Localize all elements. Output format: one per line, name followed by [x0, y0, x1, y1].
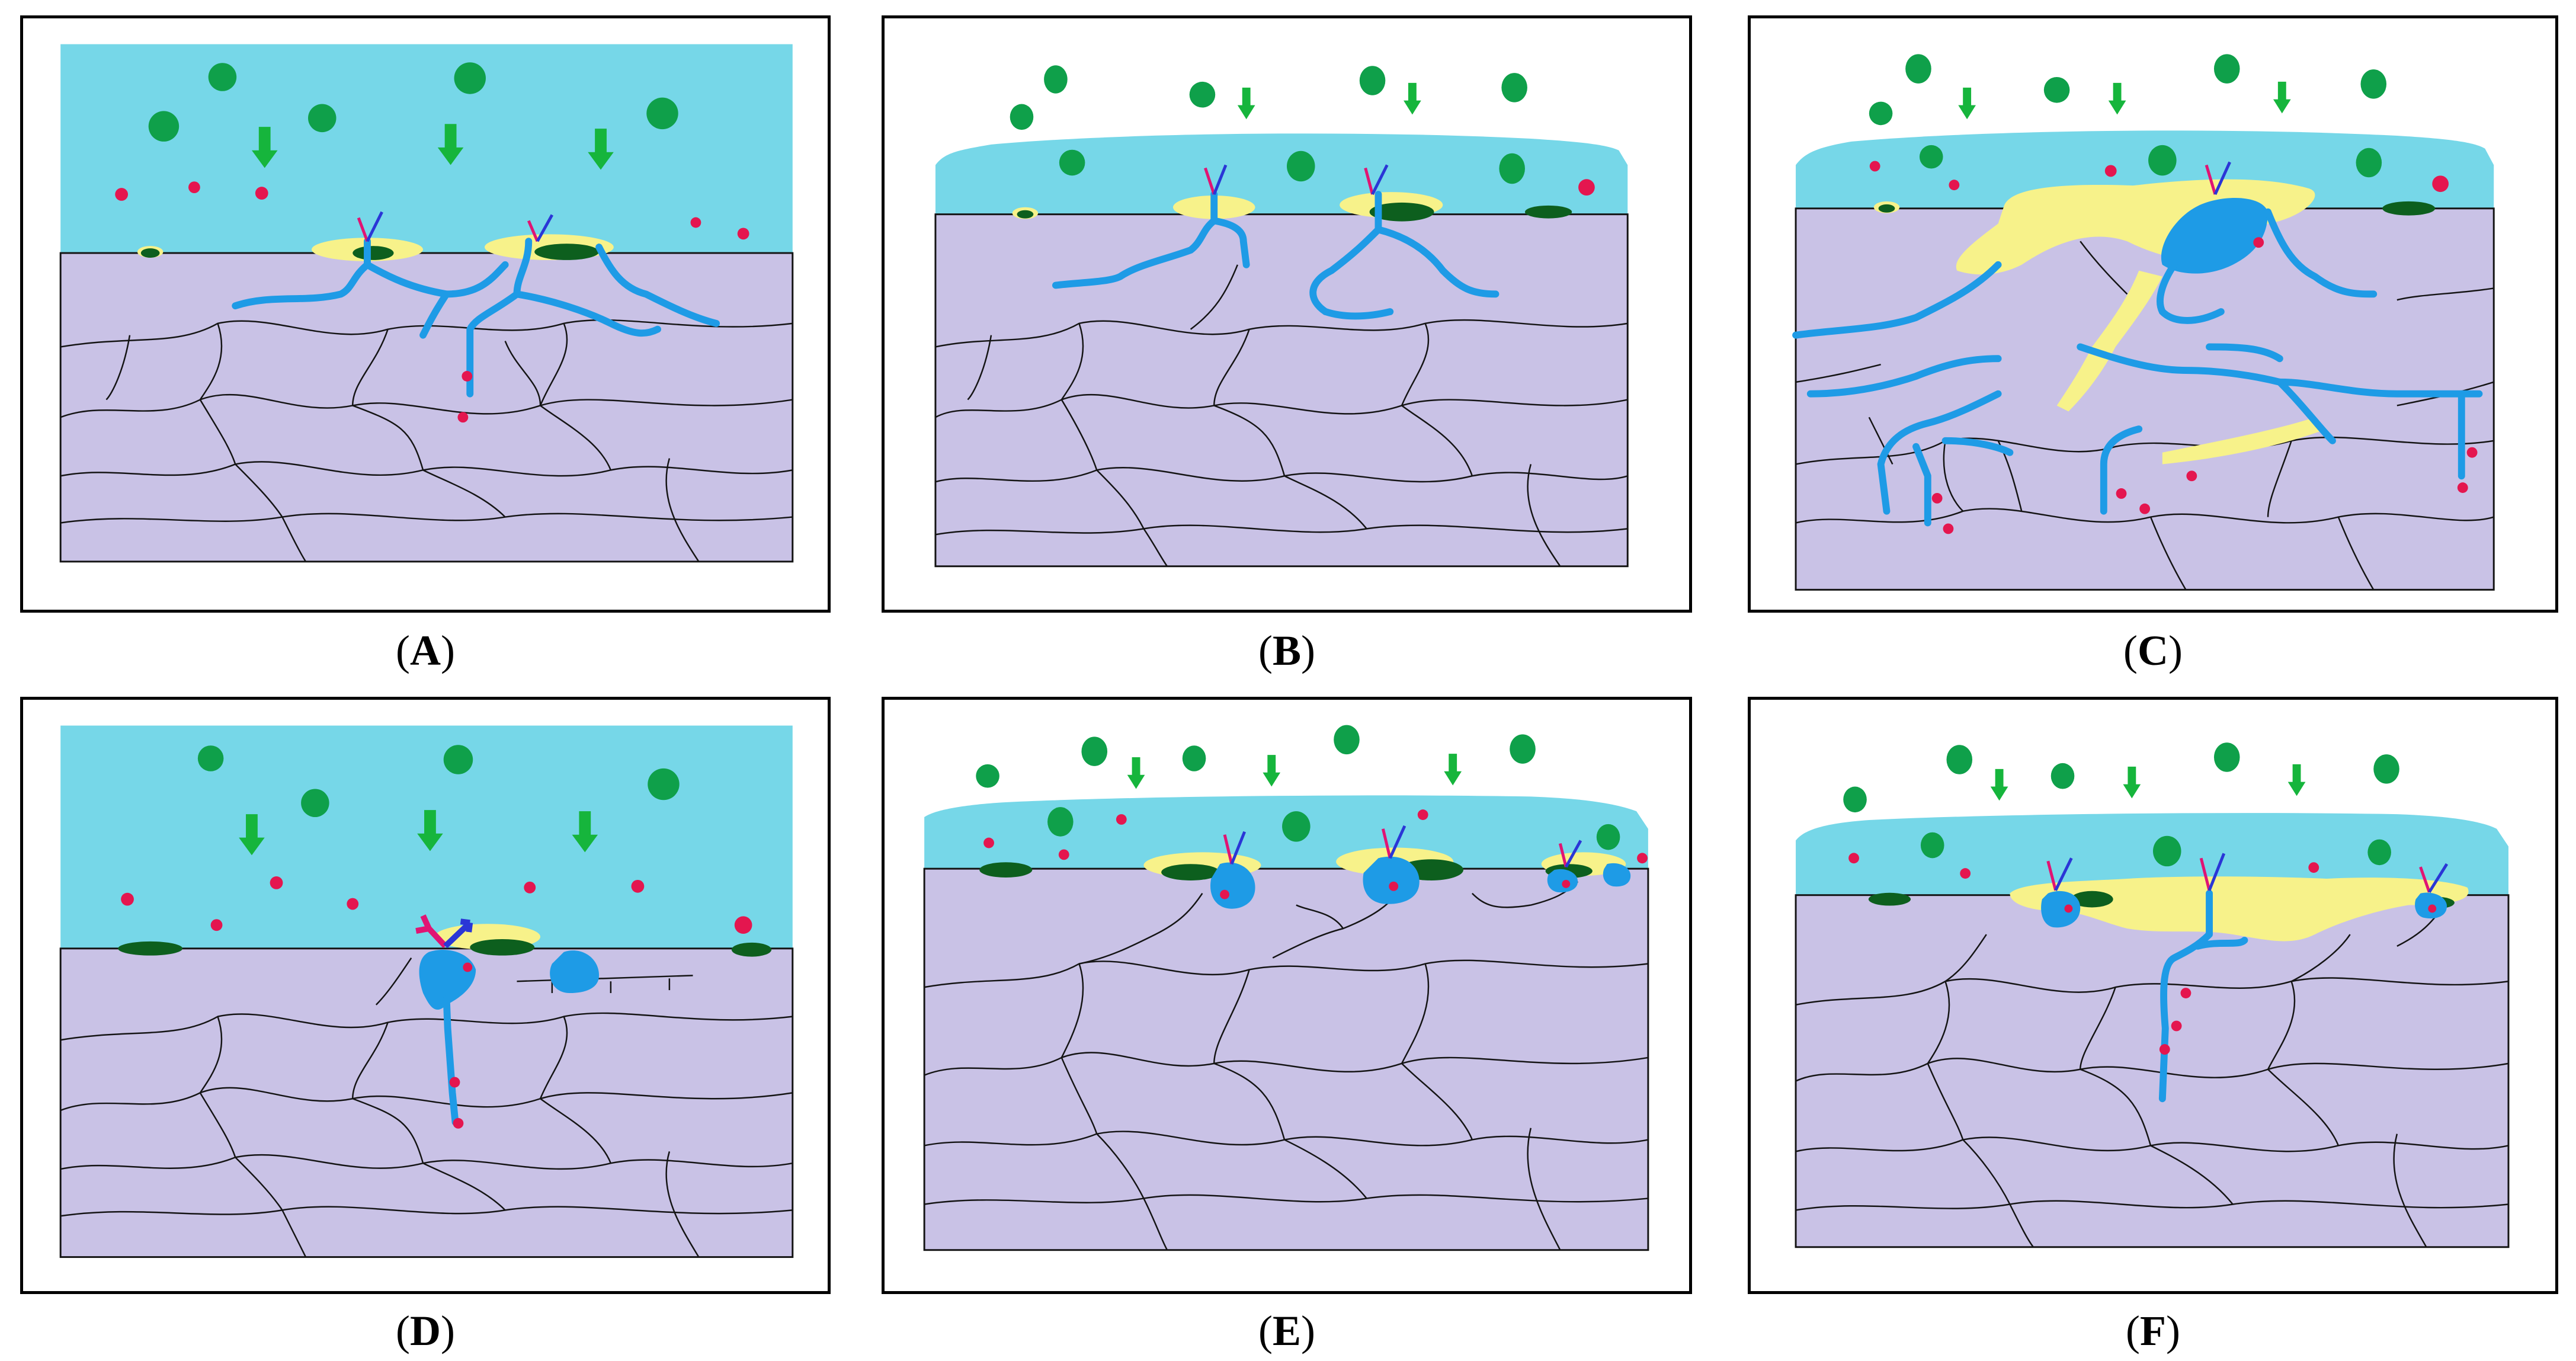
panel-f [1748, 697, 2558, 1294]
solution-layer [935, 133, 1628, 215]
solution-red-ions [1578, 179, 1595, 196]
panel-a-illustration [59, 44, 794, 563]
deposition-arrows [1237, 82, 1421, 120]
panel-c-illustration [1792, 54, 2495, 591]
grain-boundaries [935, 264, 1628, 567]
solution-red-ions [121, 876, 752, 1129]
deposition-arrows [1958, 81, 2291, 120]
panel-e [882, 697, 1692, 1294]
panel-f-illustration [1795, 742, 2510, 1248]
solution-red-ions [115, 181, 749, 423]
deposition-arrows [1990, 764, 2306, 801]
corrosion-pits [2041, 891, 2447, 928]
metal-substrate [923, 867, 1649, 1251]
electrolyte-channels [443, 995, 459, 1126]
deposition-arrows [1127, 754, 1462, 789]
panel-e-letter: E [1272, 1307, 1302, 1354]
panel-b-letter: B [1272, 627, 1302, 674]
panel-c-letter: C [2138, 627, 2168, 674]
panel-a [20, 15, 831, 613]
grain-boundaries [1795, 904, 2509, 1248]
electrolyte-channels [2158, 889, 2248, 1103]
electrolyte-channels [232, 238, 720, 398]
solution-green-particles [1010, 65, 1527, 184]
dissolution-arrows [2205, 161, 2231, 196]
metal-substrate [1795, 207, 2495, 591]
dissolution-arrows [357, 211, 554, 242]
panel-b [882, 15, 1692, 613]
product-deposits [137, 234, 614, 261]
solution-layer [1796, 130, 2494, 209]
electrolyte-channels [1792, 208, 2483, 527]
panel-a-caption: (A) [396, 627, 455, 674]
panel-d-illustration [59, 725, 794, 1258]
solution-layer [1796, 813, 2508, 896]
panel-f-letter: F [2140, 1307, 2166, 1354]
solution-red-ions [983, 809, 1648, 899]
panel-d-letter: D [410, 1307, 441, 1354]
grain-boundaries [60, 319, 793, 562]
solution-green-particles [197, 745, 680, 818]
grain-boundaries [1795, 241, 2494, 590]
metal-substrate [934, 213, 1629, 568]
dissolution-arrows [2046, 853, 2449, 894]
panel-d-caption: (D) [396, 1307, 455, 1354]
dissolution-arrows [415, 914, 473, 949]
solution-red-ions [1869, 161, 2478, 534]
corrosion-pit [2161, 198, 2269, 274]
panel-e-caption: (E) [1258, 1307, 1315, 1354]
metal-substrate [59, 947, 794, 1258]
deposition-arrows [239, 810, 598, 856]
product-deposits [118, 924, 772, 957]
panel-c-caption: (C) [2123, 627, 2183, 674]
panel-c [1748, 15, 2558, 613]
solution-green-particles [148, 62, 678, 142]
solution-green-particles [1869, 54, 2387, 178]
product-deposits [1012, 192, 1572, 222]
panel-b-caption: (B) [1258, 627, 1315, 674]
corrosion-pits [419, 950, 600, 1010]
panel-b-illustration [934, 65, 1629, 568]
solution-layer [60, 44, 793, 257]
deposition-arrows [251, 124, 614, 170]
panel-e-illustration [923, 725, 1649, 1251]
dissolution-arrows [1223, 825, 1582, 868]
panel-a-letter: A [410, 627, 441, 674]
grain-boundaries [60, 957, 793, 1258]
solution-red-ions [1848, 853, 2437, 1055]
panel-d [20, 697, 831, 1294]
solution-green-particles [976, 725, 1620, 850]
solution-green-particles [1843, 742, 2399, 867]
electrolyte-channels [1052, 191, 1500, 320]
panel-f-caption: (F) [2126, 1307, 2180, 1354]
dissolution-arrows [1204, 164, 1389, 196]
